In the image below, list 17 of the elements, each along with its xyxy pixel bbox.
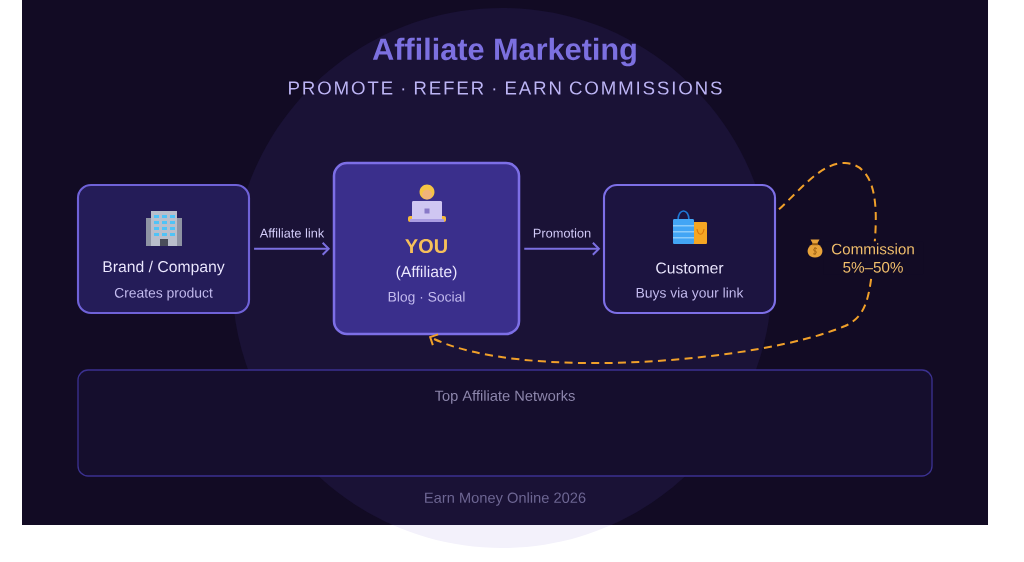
arrow (253, 241, 331, 256)
box-subtitle: Buys via your link (636, 287, 744, 301)
title: Affiliate Marketing (372, 37, 636, 67)
panel-heading: Top Affiliate Networks (434, 390, 575, 404)
edge-label: Commission 5%–50% (823, 241, 923, 275)
box-title: Brand / Company (103, 260, 225, 276)
box-caption: Blog · Social (388, 291, 465, 305)
box-subtitle: Creates product (114, 287, 213, 301)
footer-text: Earn Money Online 2026 (425, 492, 586, 506)
subtitle: PROMOTE · REFER · EARN COMMISSIONS (289, 81, 722, 95)
box-title: YOU (405, 238, 447, 254)
dashed-arrow (428, 162, 877, 365)
box-title: Customer (656, 262, 724, 274)
arrow (523, 241, 601, 256)
edge-label: Affiliate link (259, 228, 325, 238)
box-subtitle: (Affiliate) (396, 265, 457, 281)
edge-label: Promotion (533, 228, 591, 238)
